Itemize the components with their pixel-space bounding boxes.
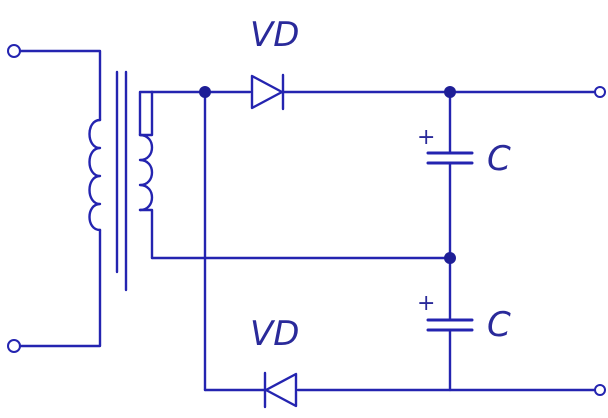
input-terminal-top	[7, 44, 21, 58]
capacitor-top-polarity: +	[417, 125, 435, 150]
primary-lead-top	[18, 49, 102, 122]
capacitor-bottom-polarity: +	[417, 291, 435, 316]
diode-bottom-label: VD	[250, 314, 299, 354]
junction-dot-top-right	[444, 86, 456, 98]
output-terminal-bottom	[594, 384, 606, 396]
capacitor-top-label: C	[487, 139, 511, 179]
junction-dot-top-left	[199, 86, 211, 98]
input-terminal-bottom	[7, 339, 21, 353]
secondary-lead-bottom	[138, 208, 154, 260]
secondary-lead-top-hook	[138, 90, 154, 137]
capacitor-bottom-label: C	[487, 305, 511, 345]
diode-top	[250, 73, 285, 111]
junction-dot-middle	[444, 252, 456, 264]
primary-lead-bottom	[18, 228, 102, 348]
transformer-secondary-winding	[138, 133, 154, 212]
secondary-lead-top	[138, 90, 154, 137]
diode-top-label: VD	[250, 15, 299, 55]
diode-bottom	[263, 371, 298, 409]
transformer-primary-winding	[88, 118, 102, 232]
output-terminal-top	[594, 86, 606, 98]
